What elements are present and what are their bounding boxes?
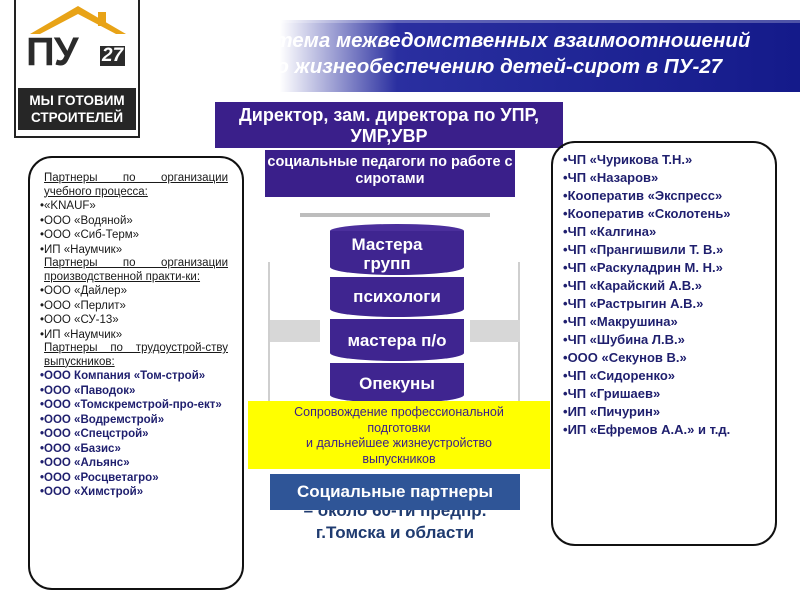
list-item: ЧП «Чурикова Т.Н.» [563,151,765,169]
level-masters-po: мастера п/о [330,319,464,361]
level-psychologists: психологи [330,277,464,317]
logo-text: ПУ [26,30,79,74]
list-item: ООО «Водяной» [40,214,228,229]
list-item: ООО «Спецстрой» [40,427,228,442]
list-item: ЧП «Калгина» [563,223,765,241]
list-item: ИП «Ефремов А.А.» и т.д. [563,421,765,439]
partners-sub-line-2: г.Томска и области [315,523,475,542]
logo-tagline: МЫ ГОТОВИМ СТРОИТЕЛЕЙ [18,88,136,130]
list-item: ООО «Химстрой» [40,485,228,500]
connector-line [300,213,490,217]
director-box: Директор, зам. директора по УПР, УМР,УВР [215,102,563,148]
support-line: подготовки [367,420,431,435]
list-item: ООО «Томскремстрой-про-ект» [40,398,228,413]
list-item: ООО «Водремстрой» [40,413,228,428]
list-item: ЧП «Сидоренко» [563,367,765,385]
list-item: ИП «Пичурин» [563,403,765,421]
right-partners-panel: ЧП «Чурикова Т.Н.» ЧП «Назаров» Кооперат… [551,141,777,546]
list-item: ЧП «Карайский А.В.» [563,277,765,295]
list-item: ООО «Базис» [40,442,228,457]
left-partners-panel: Партнеры по организации учебного процесс… [28,156,244,590]
side-block [270,320,320,342]
social-partners-box: Социальные партнеры [270,474,520,510]
logo-number: 27 [100,45,126,66]
house-roof-icon [30,6,126,34]
title-line-2: по жизнеобеспечению детей-сирот в ПУ-27 [263,55,723,78]
list-item: ООО «Перлит» [40,299,228,314]
list-item: ООО «Паводок» [40,384,228,399]
list-item: ИП «Наумчик» [40,243,228,258]
support-line: выпускников [362,451,436,466]
side-block [470,320,520,342]
logo: ПУ 27 МЫ ГОТОВИМ СТРОИТЕЛЕЙ [14,0,140,138]
level-label: Мастера групп [351,235,423,273]
banner-background [150,20,800,92]
heading-education: Партнеры по организации учебного процесс… [44,172,228,198]
list-item: ООО «Росцветагро» [40,471,228,486]
level-guardians: Опекуны [330,363,464,403]
list-item: ЧП «Раскуладрин М. Н.» [563,259,765,277]
list-item: ООО «СУ-13» [40,313,228,328]
list-item: ЧП «Макрушина» [563,313,765,331]
header-banner: Система межведомственных взаимоотношений… [0,0,800,98]
support-box: Сопровождение профессиональной подготовк… [248,401,550,469]
list-item: ЧП «Назаров» [563,169,765,187]
list-item: ООО Компания «Том-строй» [40,369,228,384]
heading-employment: Партнеры по трудоустрой-ству выпускников… [44,342,228,368]
list-item: ЧП «Растрыгин А.В.» [563,295,765,313]
social-pedagogues-box: социальные педагоги по работе с сиротами [265,150,515,197]
list-item: ООО «Альянс» [40,456,228,471]
list-item: «KNAUF» [40,199,228,214]
list-item: ИП «Наумчик» [40,328,228,343]
title-line-1: Система межведомственных взаимоотношений [235,29,751,52]
heading-practice: Партнеры по организации производственной… [44,257,228,283]
page-title: Система межведомственных взаимоотношений… [208,28,778,80]
list-item: ЧП «Шубина Л.В.» [563,331,765,349]
list-item: Кооператив «Экспресс» [563,187,765,205]
list-item: Кооператив «Сколотень» [563,205,765,223]
connector-line [268,262,270,402]
support-line: и дальнейшее жизнеустройство [306,436,492,450]
list-item: ЧП «Гришаев» [563,385,765,403]
list-item: ООО «Дайлер» [40,284,228,299]
support-line: Сопровождение профессиональной [294,405,504,419]
list-item: ООО «Сиб-Терм» [40,228,228,243]
level-master-groups: Мастера групп [330,231,464,275]
list-item: ООО «Секунов В.» [563,349,765,367]
list-item: ЧП «Прангишвили Т. В.» [563,241,765,259]
